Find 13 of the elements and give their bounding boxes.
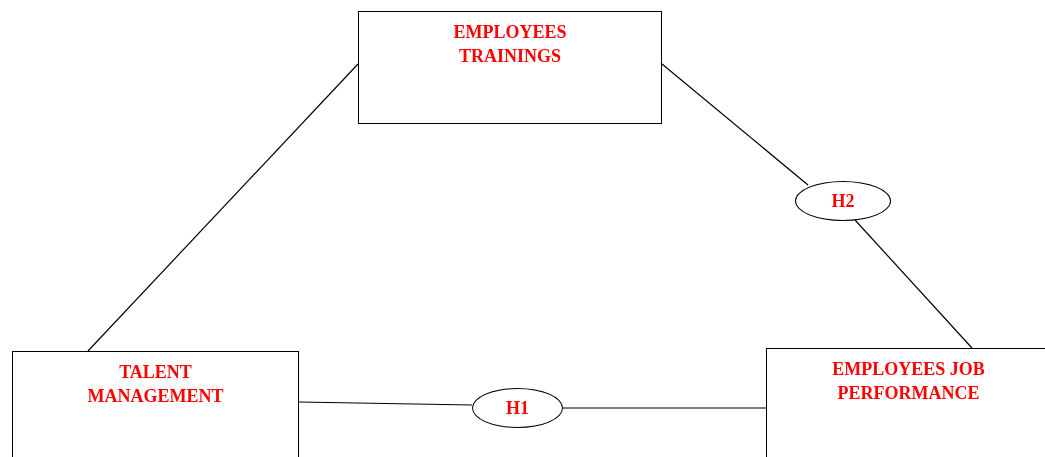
connector-line <box>562 407 767 409</box>
node-label: EMPLOYEES JOB PERFORMANCE <box>831 358 986 406</box>
concept-box <box>358 11 662 124</box>
connector-line <box>298 401 473 406</box>
connector-line <box>854 219 973 349</box>
node-label: EMPLOYEES TRAININGS <box>452 21 568 69</box>
node-label: H2 <box>831 189 855 213</box>
node-label: TALENT MANAGEMENT <box>86 361 225 409</box>
concept-box <box>12 351 299 457</box>
node-label: H1 <box>506 396 529 420</box>
connector-line <box>661 63 809 186</box>
connector-line <box>87 63 359 352</box>
concept-box <box>766 348 1045 457</box>
